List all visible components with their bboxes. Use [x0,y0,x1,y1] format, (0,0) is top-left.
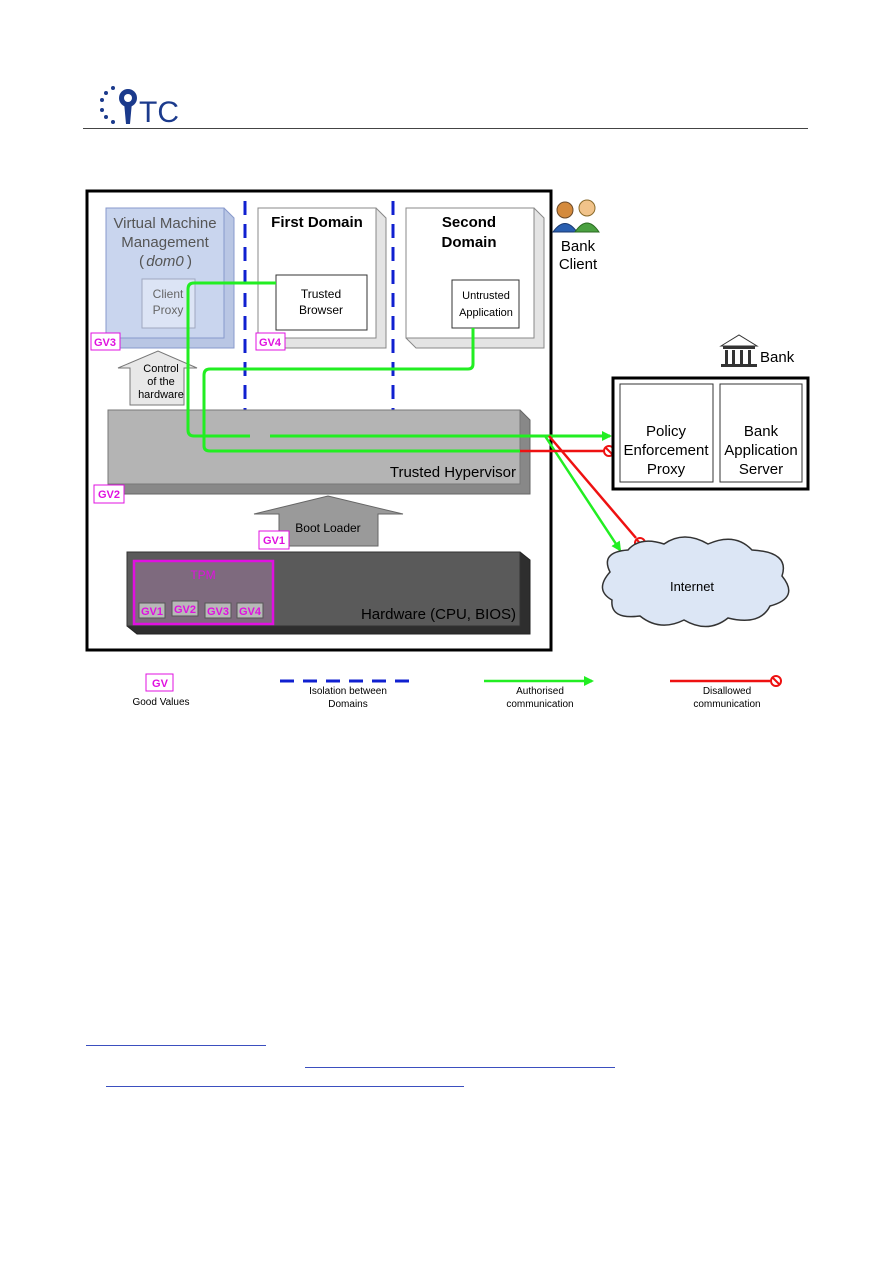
vmm-title-line1: Virtual Machine [113,215,216,232]
vmm-dom0-label: dom0 [146,253,184,270]
untrusted-app-line2: Application [459,307,513,319]
gv-tags-gv4-text: GV4 [259,337,282,349]
gv1-tag: GV1 [258,530,290,550]
hardware-tpm-values-0-text: GV1 [141,606,163,618]
internet-cloud: Internet [601,536,790,628]
gv4-tag: GV4 [255,332,286,351]
browser-path [186,281,276,438]
gv3-tag: GV3 [90,332,121,351]
pep-box [619,383,714,483]
footnote-rule [86,1045,266,1046]
footnote-link-underline-1[interactable] [305,1067,615,1068]
server-line2: Application [724,442,797,459]
gv-tags-gv3-text: GV3 [94,337,116,349]
control-line3: hardware [138,389,184,401]
vmm-title-line2: Management [121,234,209,251]
legend-disallowed-line2-text: communication [693,699,760,710]
vmm-dom0-box: Virtual Machine Management ( dom0 ) Clie… [105,207,235,349]
tpm-gv1 [138,602,166,619]
trusted-browser-box [275,274,368,331]
second-domain-title-line1: Second [442,214,496,231]
legend-authorised-line2-text: communication [506,699,573,710]
boot-loader-arrow: Boot Loader [253,495,404,547]
tpm-gv3 [204,602,232,619]
trusted-browser-line2: Browser [299,303,343,317]
second-domain-title-line2: Domain [441,234,496,251]
legend-gv-box [145,673,174,692]
logo-stars-icon [100,86,115,124]
client-proxy-box [141,278,196,329]
bank-client-line1: Bank [561,238,596,255]
legend-isolation-line1-text: Isolation between [309,686,387,697]
control-line1: Control [143,363,178,375]
footnote-link-underline-2[interactable] [106,1086,464,1087]
gv-tags-gv2-text: GV2 [98,489,120,501]
svg-text:): ) [187,253,192,270]
bank-client-icon [552,199,600,233]
legend-gv-text: Good Values [132,697,189,708]
authorised-to-internet [543,435,622,552]
trusted-browser-line1: Trusted [301,287,341,301]
legend-gv-box-text: GV [152,678,169,690]
client-proxy-line2: Proxy [153,303,184,317]
untrusted-app-box [451,279,520,329]
architecture-diagram: Virtual Machine Management ( dom0 ) Clie… [85,189,810,710]
gv-tags-gv1-text: GV1 [263,535,285,547]
legend: GV Good Values Isolation between Domains… [132,673,782,710]
hardware-label: Hardware (CPU, BIOS) [361,606,516,623]
gv2-tag: GV2 [93,484,125,504]
client-proxy-line1: Client [153,287,184,301]
internet-label: Internet [670,579,714,594]
pep-line3: Proxy [647,461,686,478]
itc-logo: TC [94,84,194,133]
tpm-label: TPM [190,568,215,582]
legend-disallowed-line1-text: Disallowed [703,686,751,697]
logo-text: TC [139,96,179,128]
boot-loader-label: Boot Loader [295,521,360,535]
server-line3: Server [739,461,783,478]
bank-server-box [719,383,803,483]
tpm-gv4 [236,602,264,619]
pep-line2: Enforcement [623,442,709,459]
control-line2: of the [147,376,175,388]
control-hardware-arrow: Control of the hardware [117,350,198,406]
pep-line1: Policy [646,423,687,440]
hardware-tpm-values-3-text: GV4 [239,606,262,618]
hardware-tpm-values-2-text: GV3 [207,606,229,618]
bank-client-line2: Client [559,256,598,273]
legend-authorised-line1-text: Authorised [516,686,564,697]
second-domain-box: Second Domain Untrusted Application [405,207,545,349]
first-domain-box: First Domain Trusted Browser [257,207,387,349]
first-domain-title: First Domain [271,214,363,231]
svg-text:(: ( [139,253,144,270]
header-rule [83,128,808,129]
untrusted-app-line1: Untrusted [462,290,510,302]
tpm-gv2 [171,600,199,617]
server-line1: Bank [744,423,779,440]
bank-label: Bank [760,349,795,366]
hardware-slab: Hardware (CPU, BIOS) TPM GV1 GV2 GV3 GV4 [126,551,531,635]
legend-isolation-line2-text: Domains [328,699,367,710]
hypervisor-label: Trusted Hypervisor [390,464,516,481]
untrusted-path [202,328,520,453]
hardware-tpm-values-1-text: GV2 [174,604,196,616]
bank-building-icon [719,334,759,367]
disallowed-to-internet [548,435,637,539]
